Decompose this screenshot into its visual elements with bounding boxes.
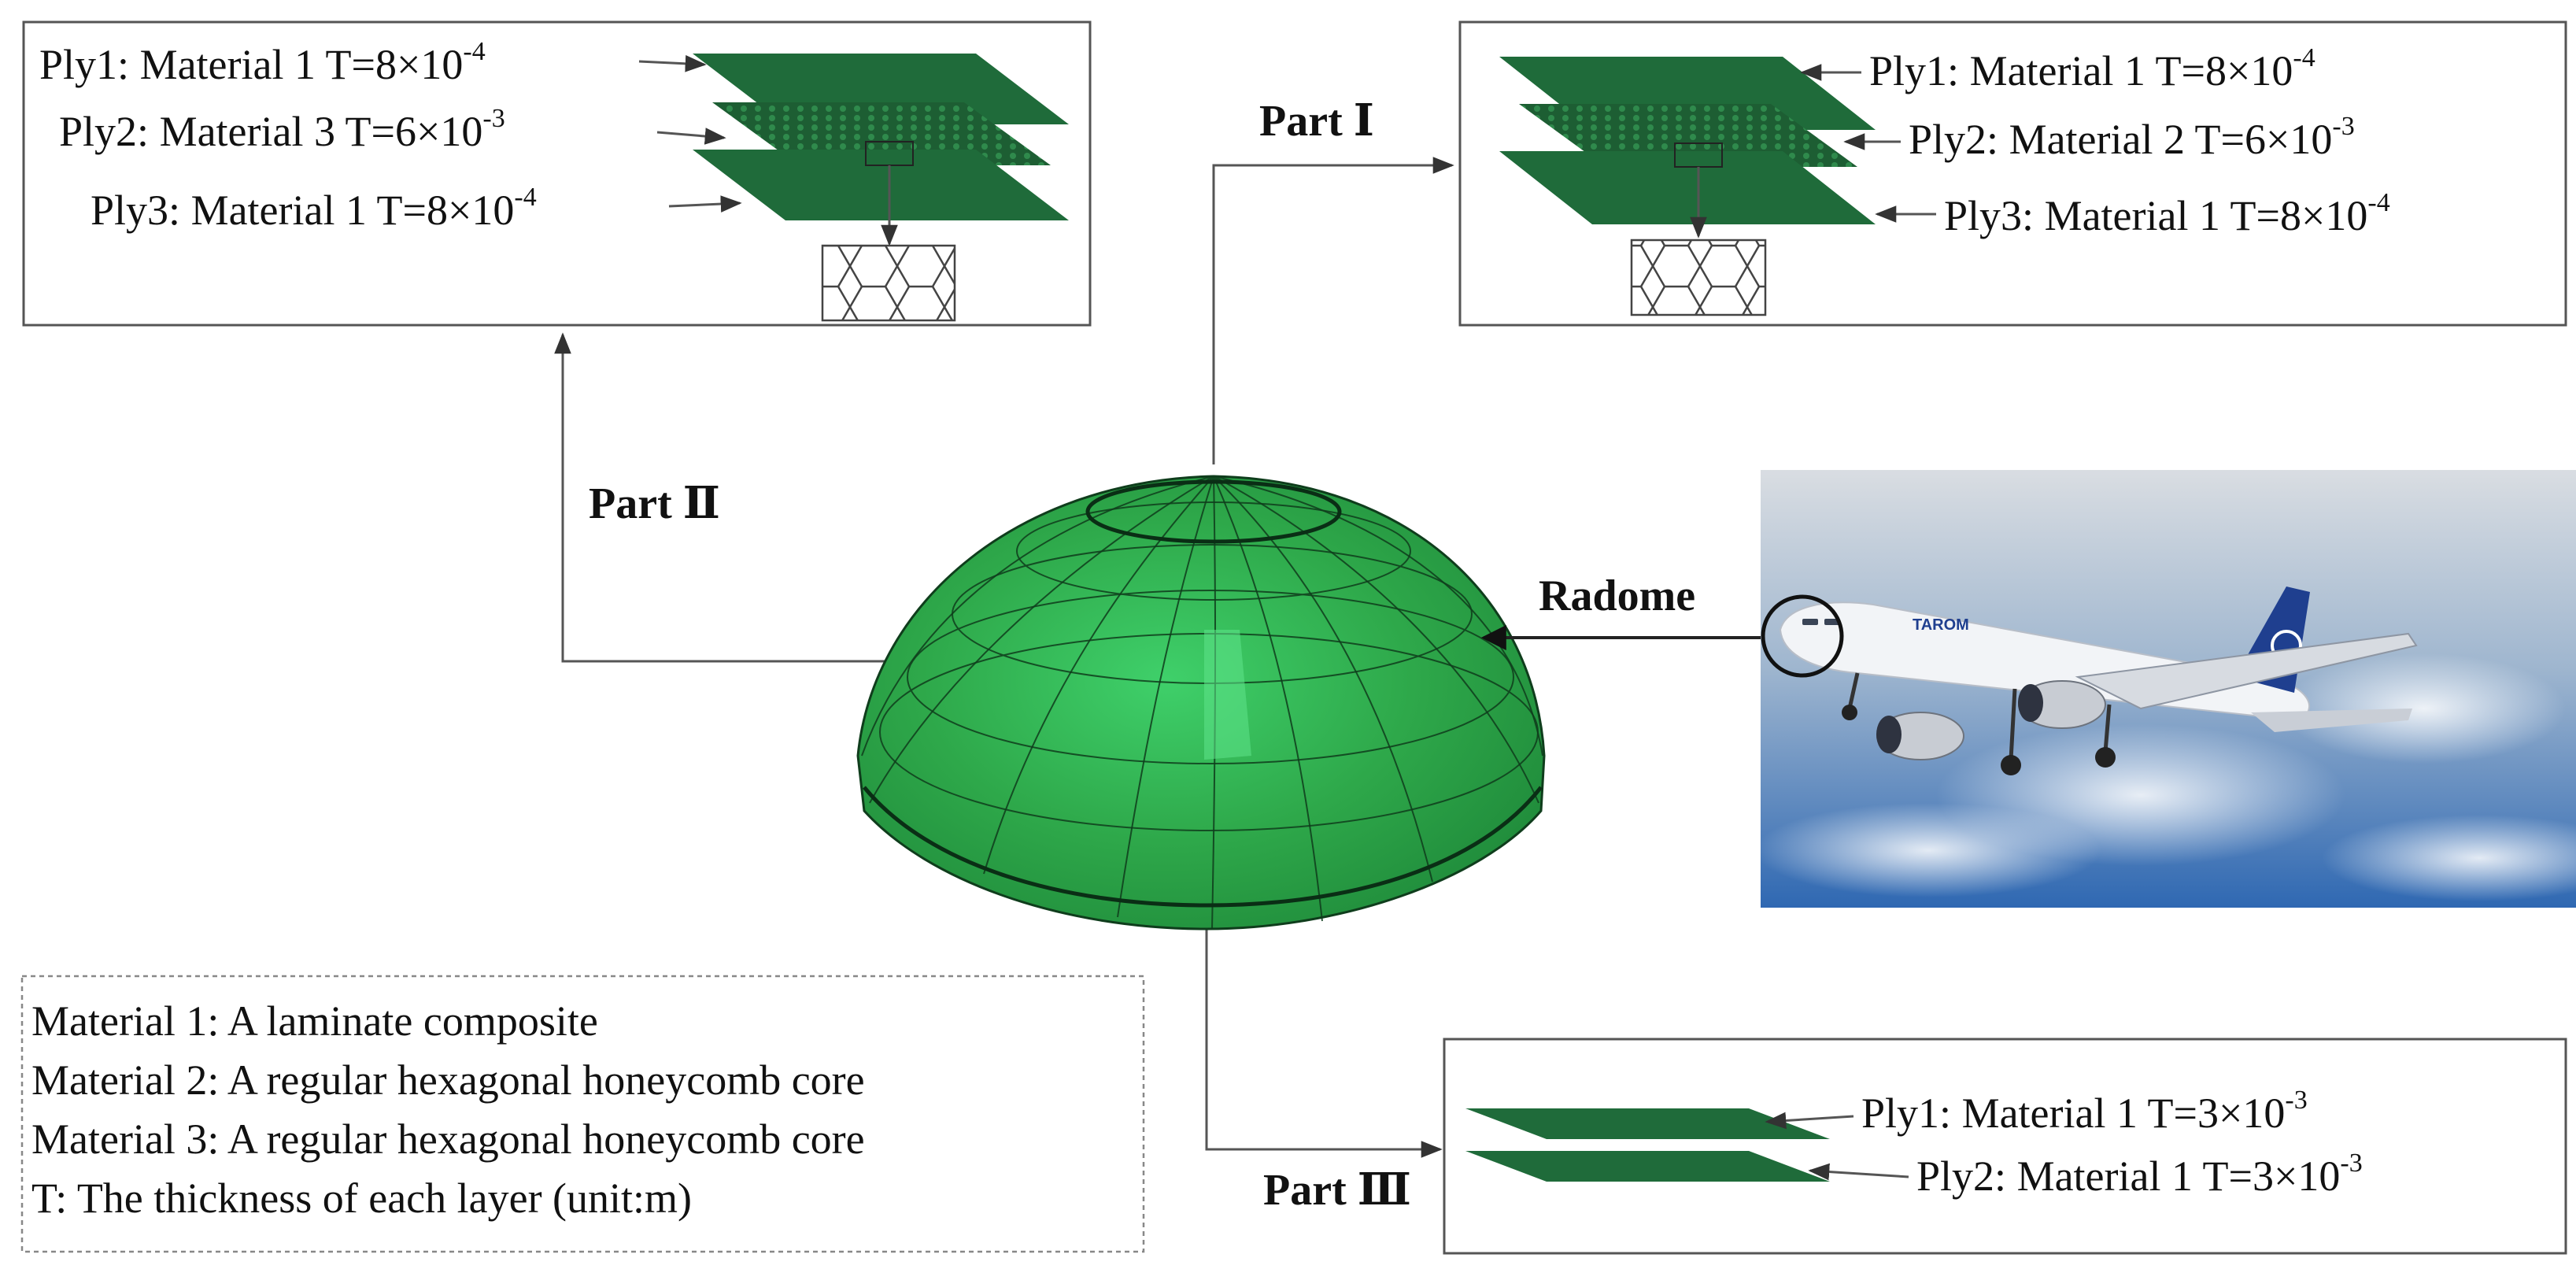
part1-connector (1212, 157, 1454, 464)
legend-item: Material 2: A regular hexagonal honeycom… (31, 1056, 865, 1104)
svg-text:Ply2: Material 2 T=6×10-3: Ply2: Material 2 T=6×10-3 (1909, 112, 2355, 163)
part3-connector (1205, 929, 1443, 1158)
radome-label: Radome (1539, 572, 1695, 620)
part3-label: Part Ⅲ (1263, 1166, 1411, 1215)
part2-ply1-label: Ply1: Material 1 T=8×10-4 (39, 37, 486, 88)
svg-text:Ply1: Material 1 T=3×10-3: Ply1: Material 1 T=3×10-3 (1861, 1086, 2308, 1137)
svg-text:Ply2: Material 3 T=6×10-3: Ply2: Material 3 T=6×10-3 (59, 104, 505, 155)
legend-item: T: The thickness of each layer (unit:m) (31, 1175, 692, 1222)
part2-box: Ply1: Material 1 T=8×10-4 Ply2: Material… (22, 20, 1092, 327)
part3-ply2-sheet (1465, 1151, 1830, 1182)
part2-ply-stack (693, 54, 1069, 322)
part1-ply-stack (1499, 57, 1876, 316)
radome-callout-circle (1761, 594, 1844, 678)
part1-honeycomb-detail (1630, 239, 1767, 316)
part2-ply3-sheet (693, 150, 1069, 220)
radome-mesh-model (856, 475, 1546, 930)
part1-ply1-label: Ply1: Material 1 T=8×10-4 (1869, 43, 2315, 94)
part2-honeycomb-detail (821, 244, 956, 322)
part1-box: Ply1: Material 1 T=8×10-4 Ply2: Material… (1458, 20, 2567, 327)
part2-label: Part Ⅱ (589, 479, 720, 528)
part3-box: Ply1: Material 1 T=3×10-3 Ply2: Material… (1443, 1038, 2567, 1255)
svg-text:Ply3: Material 1 T=8×10-4: Ply3: Material 1 T=8×10-4 (91, 183, 537, 234)
part1-ply2-label: Ply2: Material 2 T=6×10-3 (1909, 112, 2355, 163)
part1-ply3-label: Ply3: Material 1 T=8×10-4 (1944, 188, 2390, 239)
svg-text:Ply3: Material 1 T=8×10-4: Ply3: Material 1 T=8×10-4 (1944, 188, 2390, 239)
legend-item: Material 1: A laminate composite (31, 997, 598, 1045)
part2-ply3-label: Ply3: Material 1 T=8×10-4 (91, 183, 537, 234)
svg-text:Ply1: Material 1 T=8×10-4: Ply1: Material 1 T=8×10-4 (1869, 43, 2315, 94)
part3-ply1-sheet (1465, 1108, 1830, 1139)
part3-ply1-label: Ply1: Material 1 T=3×10-3 (1861, 1086, 2308, 1137)
part1-ply3-sheet (1499, 151, 1876, 224)
legend-item: Material 3: A regular hexagonal honeycom… (31, 1115, 865, 1163)
part2-connector (554, 332, 921, 663)
svg-text:Ply1: Material 1 T=8×10-4: Ply1: Material 1 T=8×10-4 (39, 37, 486, 88)
airplane-photo: TAROM (1755, 470, 2576, 908)
airline-logo-text: TAROM (1913, 616, 1969, 634)
part1-label: Part Ⅰ (1259, 97, 1374, 146)
part2-ply2-label: Ply2: Material 3 T=6×10-3 (59, 104, 505, 155)
material-legend: Material 1: A laminate composite Materia… (20, 975, 1145, 1253)
part3-ply2-label: Ply2: Material 1 T=3×10-3 (1916, 1149, 2363, 1200)
svg-text:Ply2: Material 1 T=3×10-3: Ply2: Material 1 T=3×10-3 (1916, 1149, 2363, 1200)
airplane-wing (2075, 632, 2418, 710)
